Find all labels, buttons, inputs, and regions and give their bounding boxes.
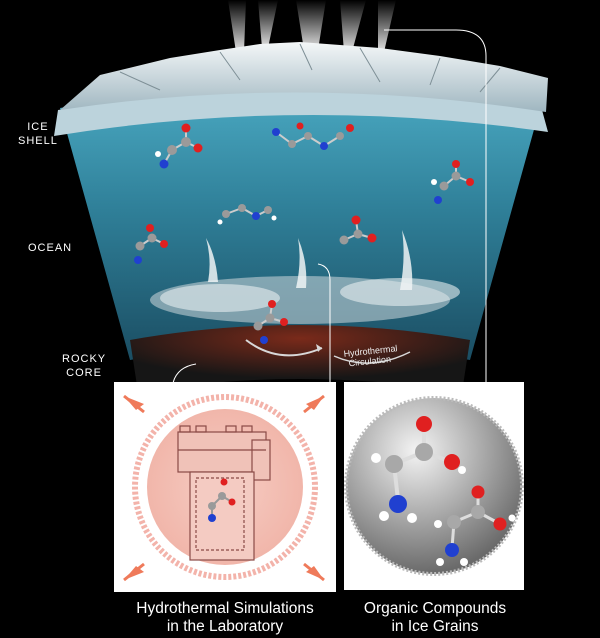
pressure-ring [132,394,318,580]
lab-simulation-panel [114,382,336,592]
right-caption-line2: in Ice Grains [391,618,479,635]
ice-grains-panel [344,382,524,590]
right-panel-caption: Organic Compounds in Ice Grains [340,600,530,636]
circulation-arrow [245,339,323,357]
pressure-arrows [123,394,325,582]
water-plume-icon [228,0,246,52]
ice-surface [60,42,548,112]
water-plume-icon [378,0,396,52]
molecule-icon [431,160,474,204]
molecule-icon [434,485,516,566]
water-plume-icon [340,0,366,52]
ice-shell-layer [54,91,548,136]
ice-shell-label-line1: ICE [27,121,49,133]
ocean-label: OCEAN [28,242,73,254]
hydrothermal-vents [206,230,413,290]
ice-shell-label: ICE SHELL [18,120,58,148]
water-plume-icon [258,0,278,48]
connector-line [384,29,487,382]
molecule-icon [272,122,354,150]
left-caption-line2: in the Laboratory [166,618,284,635]
arrowhead-icon [316,344,322,352]
surface-plumes [228,0,396,52]
rocky-core-label-line1: ROCKY [62,353,107,365]
seafloor-haze [160,284,280,312]
left-caption-line1: Hydrothermal Simulations [136,600,314,617]
vent-plume-icon [400,230,413,290]
seafloor-haze [340,278,460,306]
reactor-vessel-icon [177,425,271,561]
molecule-icon [339,215,377,245]
ice-fractures [119,43,501,93]
left-panel-caption: Hydrothermal Simulations in the Laborato… [110,600,340,636]
molecule-icon [134,224,168,264]
molecule-icon [155,123,203,169]
right-caption-line1: Organic Compounds [363,600,507,617]
rocky-core-label: ROCKY CORE [62,352,106,380]
connector-line [317,263,331,382]
vent-plume-icon [296,238,307,288]
rocky-core-label-line2: CORE [66,367,102,379]
molecule-icon [217,204,277,225]
molecule-icon [253,300,288,344]
molecule-icon [208,478,236,522]
vent-plume-icon [206,238,218,282]
molecule-icon [371,416,466,523]
ice-grain-sphere [344,396,524,576]
water-plume-icon [296,0,326,50]
rocky-core-layer [130,325,470,392]
circulation-arrow-2 [333,351,411,364]
ice-shell-label-line2: SHELL [18,135,58,147]
